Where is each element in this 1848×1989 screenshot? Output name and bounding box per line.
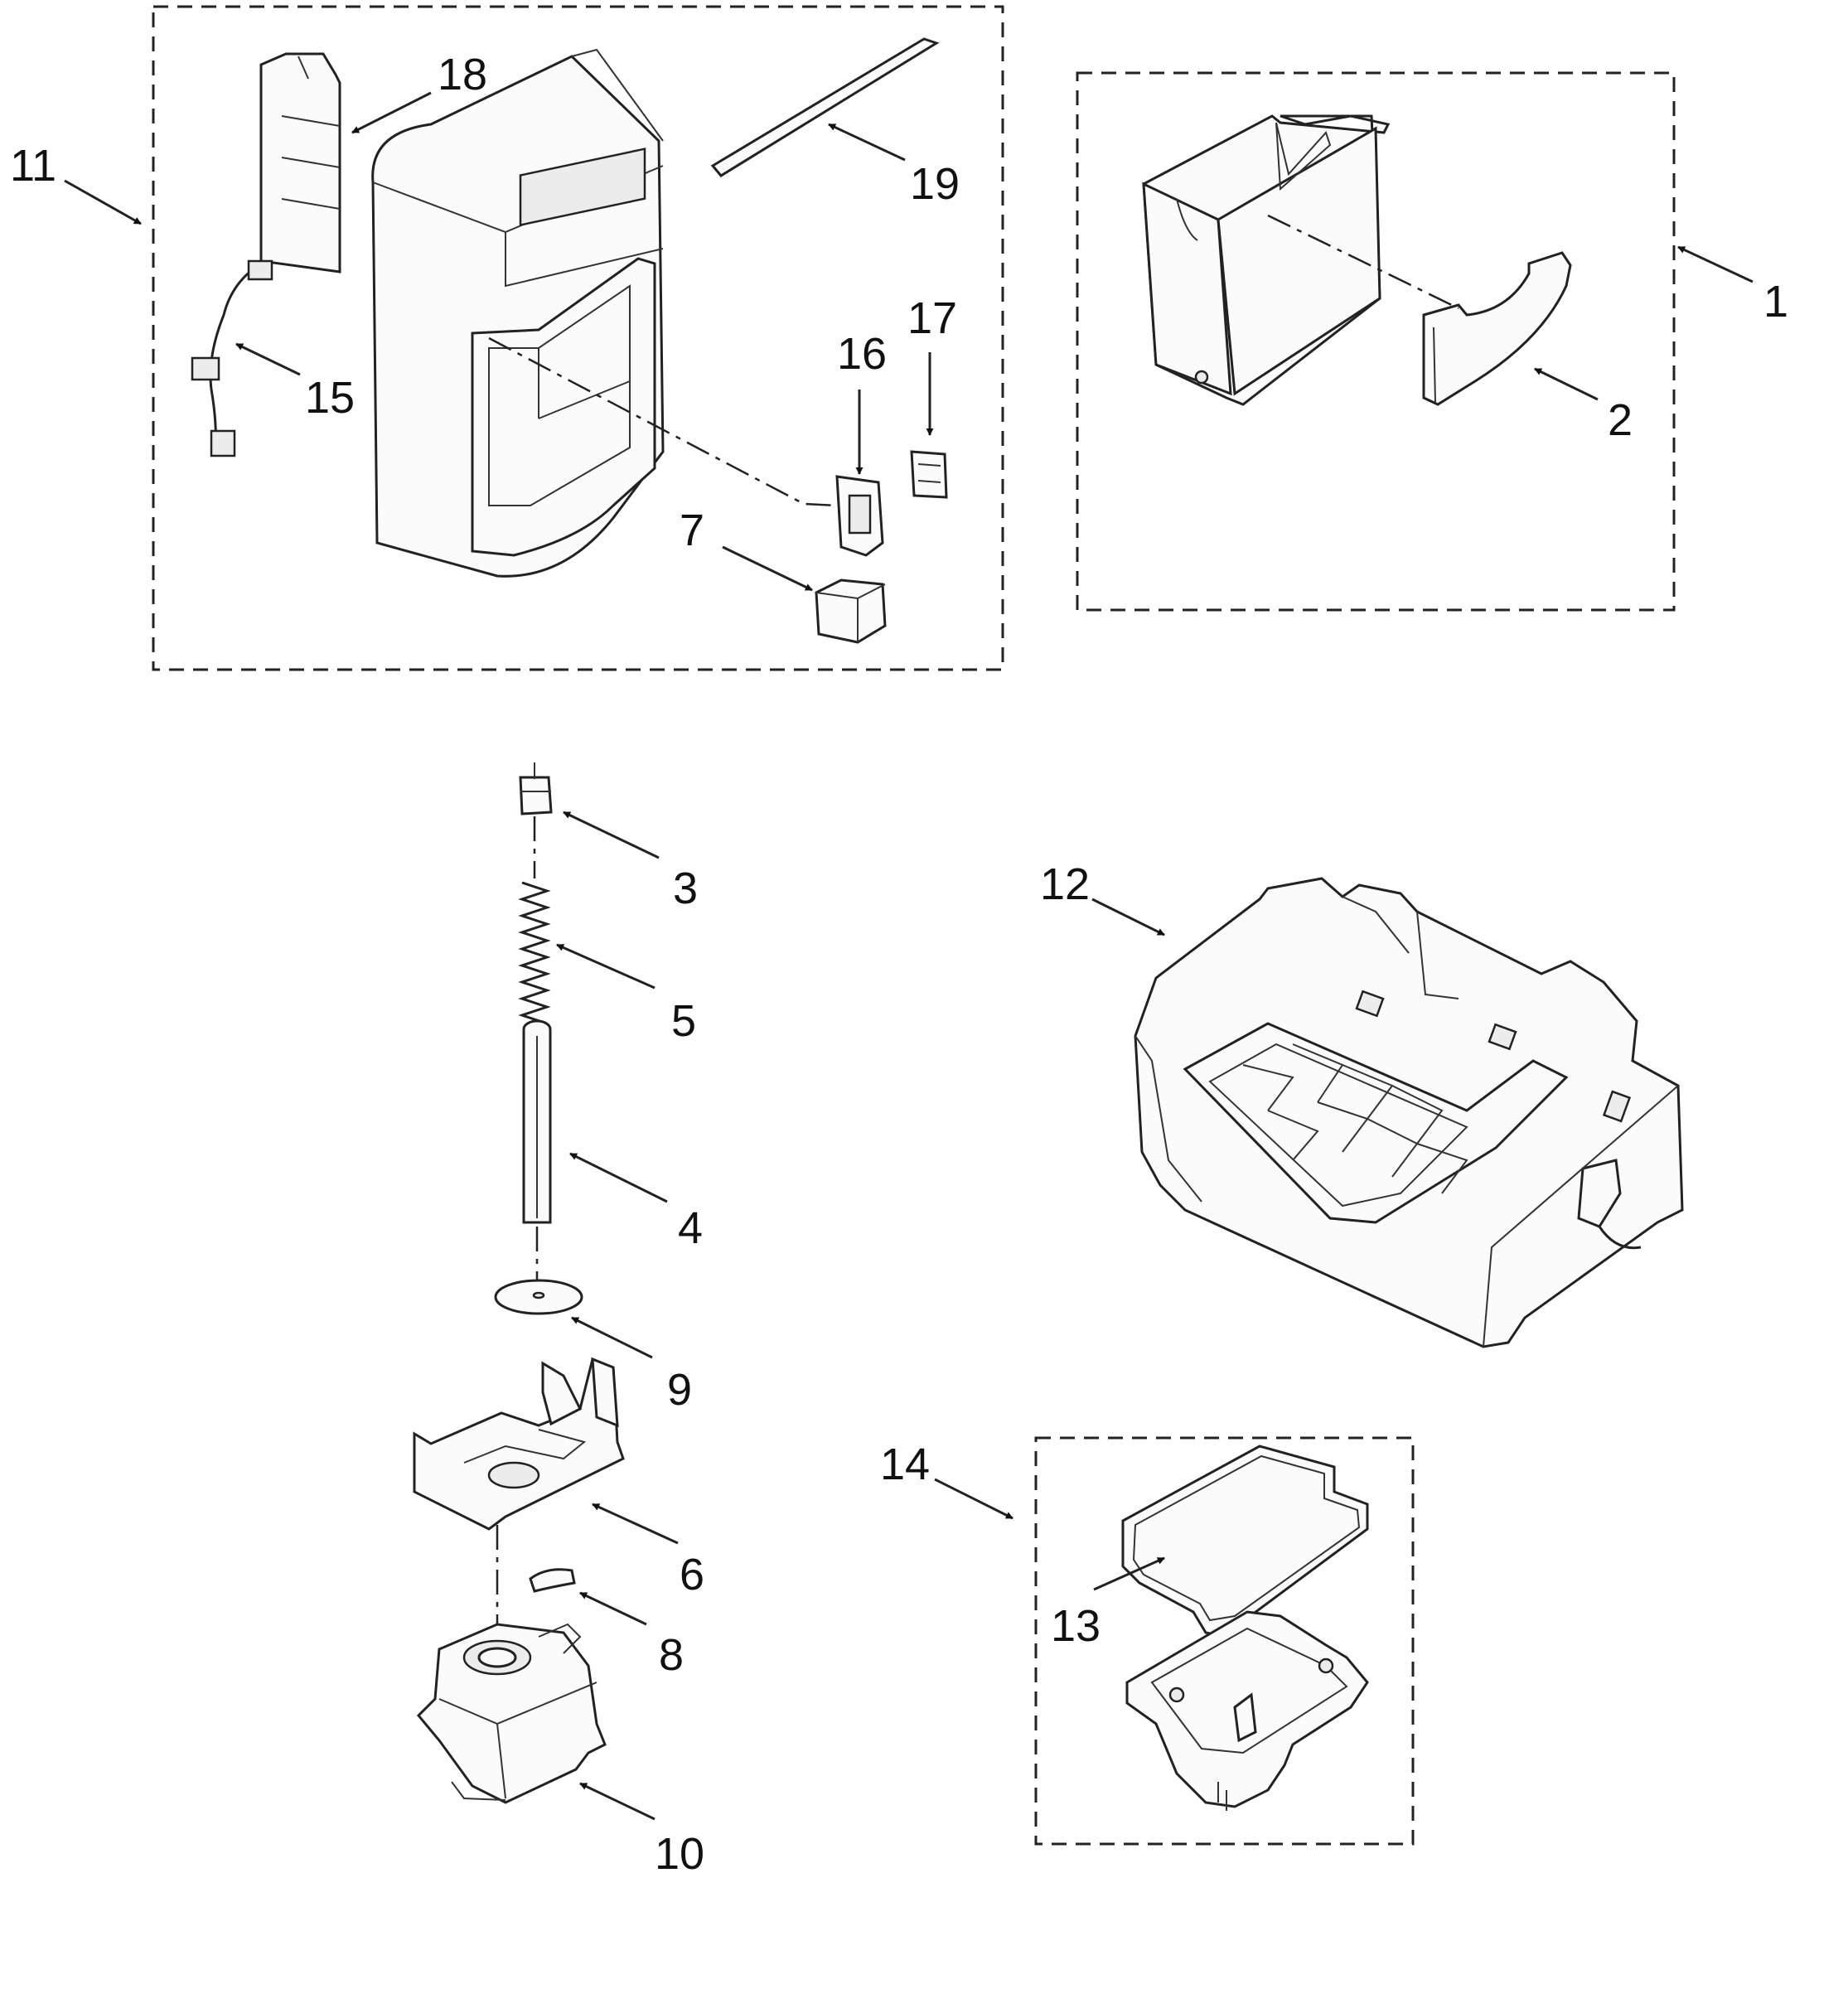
callout-13: 13 xyxy=(1051,1601,1101,1651)
callout-8: 8 xyxy=(659,1630,684,1680)
callout-9: 9 xyxy=(667,1365,692,1415)
arrow-7 xyxy=(722,545,813,592)
callout-11: 11 xyxy=(10,141,56,191)
dispenser-housing xyxy=(371,48,665,578)
arrow-9 xyxy=(571,1316,653,1359)
arrow-10 xyxy=(579,1782,656,1821)
ice-maker xyxy=(1134,877,1684,1348)
callout-10: 10 xyxy=(655,1829,704,1879)
arrow-4 xyxy=(569,1152,668,1203)
washer xyxy=(494,1279,583,1315)
callout-3: 3 xyxy=(673,864,698,913)
assembly-line-2 xyxy=(1267,214,1459,310)
callout-12: 12 xyxy=(1040,859,1090,909)
arrow-1 xyxy=(1677,245,1754,283)
callout-18: 18 xyxy=(438,50,487,99)
callout-5: 5 xyxy=(671,996,696,1046)
arrow-3 xyxy=(563,811,660,859)
auger-tube xyxy=(522,1019,552,1224)
group-box-1 xyxy=(1076,71,1676,612)
arrow-14 xyxy=(934,1478,1013,1520)
auger-nut xyxy=(519,762,553,815)
arrow-2 xyxy=(1534,367,1599,401)
arrow-15 xyxy=(235,342,301,376)
callout-4: 4 xyxy=(678,1203,703,1253)
group-box-11 xyxy=(152,5,1004,671)
arrow-13 xyxy=(1093,1556,1165,1591)
arrow-18 xyxy=(351,91,432,134)
arrow-11 xyxy=(64,179,142,225)
callout-19: 19 xyxy=(910,159,960,209)
trim-strip xyxy=(710,37,940,177)
wire-harness xyxy=(191,259,273,457)
callout-labels: 1 2 3 4 5 6 7 8 9 10 11 12 13 14 15 16 1… xyxy=(10,50,1788,1879)
callout-7: 7 xyxy=(680,506,704,555)
callout-6: 6 xyxy=(680,1550,704,1599)
motor-bracket xyxy=(413,1357,625,1531)
assembly-line-16 xyxy=(488,336,838,507)
switch-plate xyxy=(835,475,884,557)
auger-spring xyxy=(518,881,551,1025)
arrow-5 xyxy=(556,943,656,990)
callout-15: 15 xyxy=(305,373,355,423)
callout-16: 16 xyxy=(837,329,887,379)
relay xyxy=(815,578,887,644)
drive-motor xyxy=(416,1623,607,1804)
microswitch xyxy=(910,450,948,499)
arrow-6 xyxy=(592,1503,679,1545)
callout-arrows xyxy=(64,91,1754,1821)
arrow-12 xyxy=(1091,898,1165,936)
insulation-block xyxy=(259,52,341,273)
callout-17: 17 xyxy=(907,293,957,343)
callout-14: 14 xyxy=(880,1440,930,1489)
callout-2: 2 xyxy=(1608,395,1633,445)
arrow-8 xyxy=(579,1591,647,1626)
arrow-19 xyxy=(828,123,906,162)
ice-bin-front-cover xyxy=(1422,251,1572,406)
ice-chute-housing xyxy=(1125,1610,1369,1811)
clip-pad xyxy=(529,1568,576,1593)
callout-1: 1 xyxy=(1763,277,1788,327)
ice-bin xyxy=(1142,114,1391,406)
ice-tray-cubes xyxy=(1242,1043,1468,1194)
gasket xyxy=(1121,1445,1369,1638)
group-box-14 xyxy=(1034,1436,1415,1846)
